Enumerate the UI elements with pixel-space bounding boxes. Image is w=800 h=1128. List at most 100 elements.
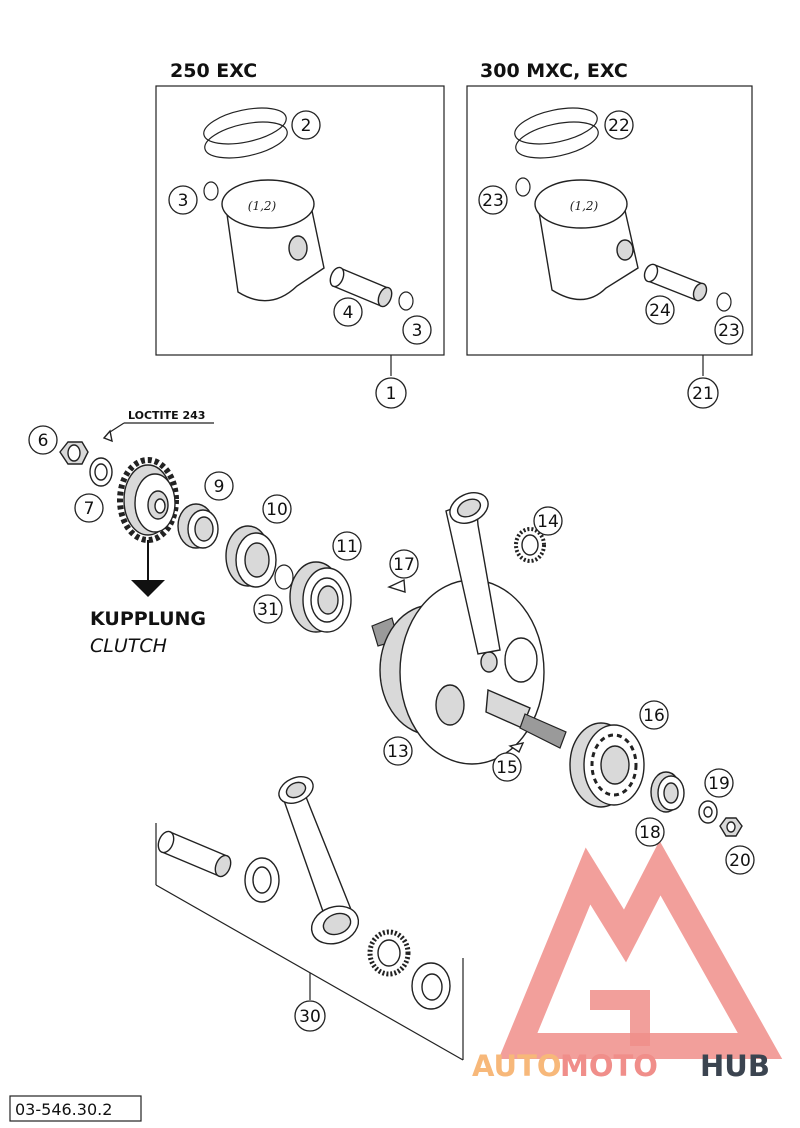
header-300-mxc-exc: 300 MXC, EXC [480,60,628,82]
callout-11[interactable]: 11 [332,531,362,561]
key-loctite [102,429,113,443]
callout-20[interactable]: 20 [725,845,755,875]
svg-text:20: 20 [729,851,751,871]
callout-9[interactable]: 9 [204,471,234,501]
crankshaft-13 [371,579,567,765]
svg-text:18: 18 [639,823,661,843]
seal-ring-18 [650,771,685,813]
seal-ring-10 [225,525,277,588]
svg-text:31: 31 [257,600,279,620]
drawing-code: 03-546.30.2 [15,1100,112,1119]
conrod-kit-30 [155,823,464,1061]
leader-loctite [109,422,125,433]
callout-4[interactable]: 4 [333,297,363,327]
main-bearing-11 [289,561,352,633]
clutch-label: CLUTCH [90,635,167,657]
svg-text:23: 23 [482,191,504,211]
watermark-moto: MOTO [560,1049,658,1083]
connecting-rod [445,492,501,655]
piston-250: (1,2) [221,179,325,302]
piston-pin-30 [157,830,232,878]
callout-23-lower[interactable]: 23 [714,315,744,345]
svg-text:6: 6 [38,431,49,451]
lock-washer-7 [89,457,113,487]
callout-31[interactable]: 31 [253,594,283,624]
svg-text:3: 3 [178,191,189,211]
callout-10[interactable]: 10 [262,494,292,524]
callout-1[interactable]: 1 [375,377,407,409]
svg-text:7: 7 [84,499,95,519]
header-250-exc: 250 EXC [170,60,257,82]
callout-7[interactable]: 7 [74,493,104,523]
callout-19[interactable]: 19 [704,768,734,798]
washer-19 [698,800,718,824]
circlip-300-right [716,292,732,312]
watermark-auto: AUTO [472,1049,562,1083]
piston-marking-300: (1,2) [570,199,599,213]
svg-text:4: 4 [343,303,354,323]
svg-text:15: 15 [496,758,518,778]
svg-text:16: 16 [643,706,665,726]
callout-14[interactable]: 14 [533,506,563,536]
callout-15[interactable]: 15 [492,752,522,782]
svg-text:21: 21 [692,384,714,404]
spacer-9 [177,503,219,549]
thrust-washer-small-30 [244,857,280,903]
thrust-washer-large-30 [411,962,451,1010]
piston-rings-250 [203,107,288,159]
o-ring-31 [274,564,294,590]
callout-23-upper[interactable]: 23 [478,185,508,215]
circlip-300-left [515,177,531,197]
needle-bearing-14 [514,527,546,563]
watermark-hub: HUB [700,1049,770,1083]
drawing-code-box: 03-546.30.2 [9,1095,142,1122]
callout-17[interactable]: 17 [389,549,419,579]
callout-2[interactable]: 2 [291,110,321,140]
piston-rings-300 [514,107,599,159]
svg-text:17: 17 [393,555,415,575]
kupplung-label: KUPPLUNG [90,608,206,630]
callout-13[interactable]: 13 [383,736,413,766]
circlip-250-left [203,181,219,201]
svg-text:2: 2 [301,116,312,136]
callout-18[interactable]: 18 [635,817,665,847]
circlip-250-right [398,291,414,311]
svg-text:24: 24 [649,301,671,321]
woodruff-key-17 [387,578,406,593]
nut-6 [59,441,89,465]
svg-text:22: 22 [608,116,630,136]
loctite-label: LOCTITE 243 [128,409,205,422]
callout-3-upper[interactable]: 3 [168,185,198,215]
svg-text:10: 10 [266,500,288,520]
connecting-rod-30 [278,776,360,945]
svg-text:23: 23 [718,321,740,341]
svg-text:3: 3 [412,321,423,341]
callout-6[interactable]: 6 [28,425,58,455]
needle-bearing-30 [367,929,411,977]
piston-marking-250: (1,2) [248,199,277,213]
callout-16[interactable]: 16 [639,700,669,730]
clutch-arrow-head [131,580,165,597]
callout-22[interactable]: 22 [604,110,634,140]
main-bearing-16 [569,722,645,808]
watermark-logo: AUTO MOTO HUB [472,840,783,1083]
svg-text:30: 30 [299,1007,321,1027]
piston-pin-250 [329,266,393,308]
svg-text:13: 13 [387,742,409,762]
svg-text:9: 9 [214,477,225,497]
callout-30[interactable]: 30 [294,1000,326,1032]
callout-21[interactable]: 21 [687,377,719,409]
svg-text:14: 14 [537,512,559,532]
svg-text:11: 11 [336,537,358,557]
primary-gear [117,457,179,543]
svg-text:1: 1 [386,384,397,404]
woodruff-key-15 [508,742,525,754]
nut-20 [719,817,743,837]
box-250-exc [155,85,445,356]
callout-3-lower[interactable]: 3 [402,315,432,345]
svg-text:19: 19 [708,774,730,794]
callout-24[interactable]: 24 [645,295,675,325]
piston-pin-300 [643,263,708,302]
box-300-mxc-exc [466,85,753,356]
